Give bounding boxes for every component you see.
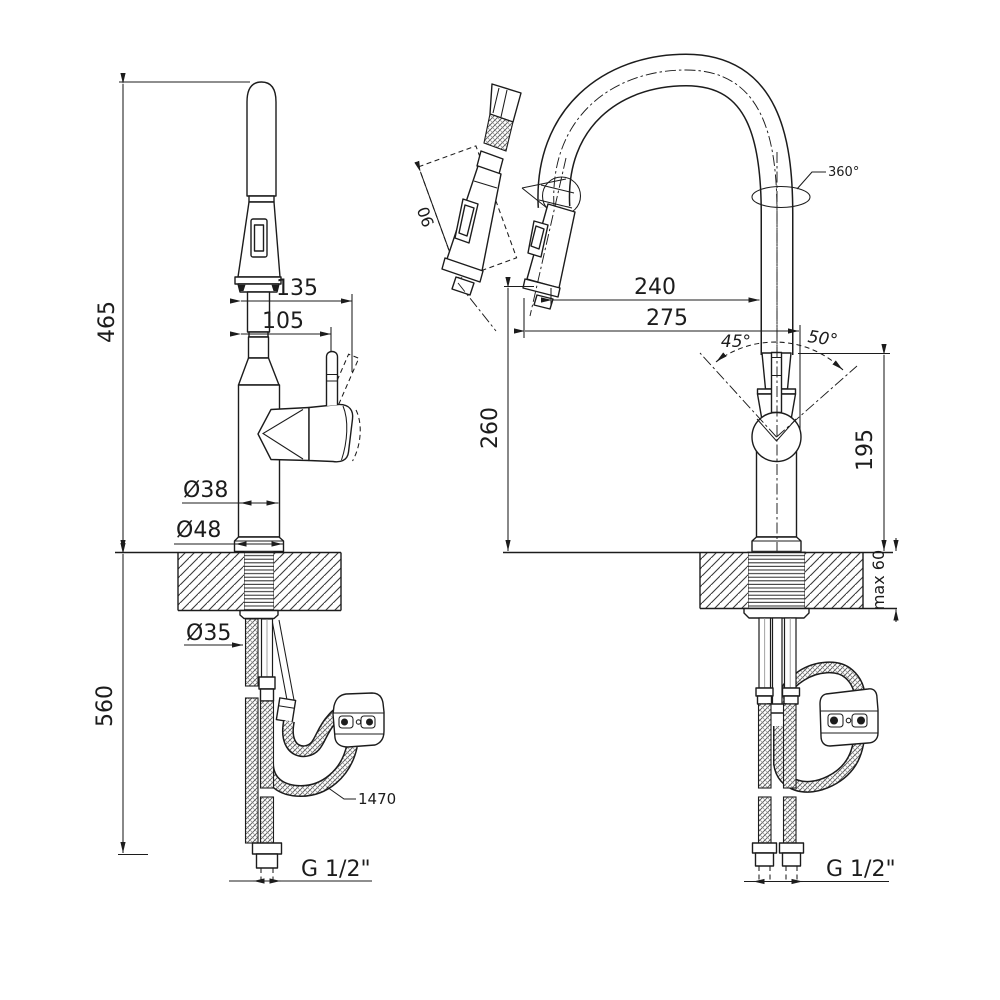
dim-overall-height: 465 [95, 301, 120, 343]
spray-wand-side [234, 81, 282, 293]
dim-spray-length: 90 [413, 204, 438, 230]
dim-hose-length: 1470 [358, 790, 396, 808]
hose-weight-front [819, 688, 879, 747]
dim-handle-height: 195 [853, 429, 878, 471]
dim-spout-height: 260 [478, 407, 503, 449]
dim-angle-right: 50° [806, 327, 839, 351]
countertop-side [115, 551, 342, 620]
dim-reach-full: 135 [276, 276, 318, 301]
supply-hose-front-left [757, 703, 772, 789]
dim-swivel: 360° [828, 165, 859, 180]
plumbing-side [244, 618, 385, 880]
threaded-shank-front [748, 551, 805, 609]
dim-dia-body: Ø38 [183, 478, 228, 503]
dim-thread-front: G 1/2" [826, 857, 896, 882]
gooseneck-spout: 360° [521, 53, 859, 355]
dim-reach-inner: 240 [634, 275, 676, 300]
handle-swing-fan: 45° 50° [699, 327, 858, 438]
hose-weight-side [332, 692, 385, 748]
dim-angle-left: 45° [721, 332, 751, 352]
dim-reach-outer: 275 [646, 306, 688, 331]
spray-head-detail: 90 [413, 83, 522, 332]
supply-fitting-side [251, 842, 283, 880]
faucet-body-front [751, 152, 802, 562]
supply-fittings-front [751, 842, 805, 880]
supply-hose-side [244, 618, 259, 687]
dim-thread-side: G 1/2" [301, 857, 371, 882]
swivel-indicator [751, 185, 811, 209]
countertop-front [503, 551, 897, 619]
dimensions-side: 465 560 135 105 Ø38 Ø48 Ø35 1470 [93, 73, 396, 884]
side-view: 465 560 135 105 Ø38 Ø48 Ø35 1470 [93, 73, 396, 884]
dim-under-counter: 560 [93, 685, 118, 727]
dock-cone-icon [521, 178, 567, 209]
faucet-body-side [233, 291, 361, 553]
plumbing-front [751, 617, 879, 880]
threaded-shank-side [244, 551, 274, 611]
dimensions-front: 240 275 260 195 max 60 G 1/2" [478, 275, 899, 885]
supply-hose-front-right [782, 703, 797, 789]
dim-reach-handle: 105 [262, 309, 304, 334]
dim-counter-max: max 60 [869, 550, 888, 610]
handle-side [257, 350, 361, 463]
dim-dia-hole: Ø35 [186, 621, 231, 646]
dim-dia-base: Ø48 [176, 518, 221, 543]
front-view: 90 360° [413, 53, 899, 885]
